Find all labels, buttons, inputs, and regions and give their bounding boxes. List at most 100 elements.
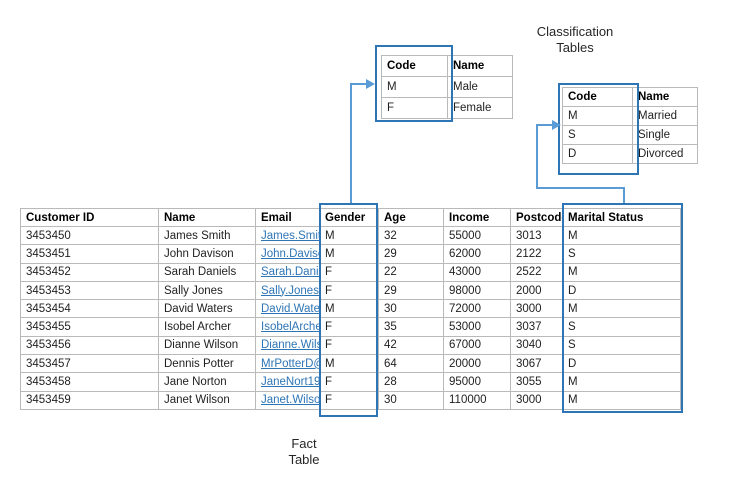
customer-name-cell: John Davison <box>158 244 256 264</box>
gender-cell: F <box>319 280 379 301</box>
customer-id-cell: 3453453 <box>20 280 159 301</box>
age-cell: 35 <box>378 317 444 337</box>
email-cell: Janet.Wilson <box>255 390 320 410</box>
customer-id-cell: 3453450 <box>20 225 159 246</box>
customer-name-cell: Sally Jones <box>158 280 256 301</box>
age-cell: 29 <box>378 244 444 264</box>
age-cell: 22 <box>378 262 444 282</box>
email-column-header: Email <box>255 208 320 227</box>
postcode-cell: 3013 <box>510 225 563 246</box>
marital-status-cell: S <box>562 335 681 356</box>
customer-name-cell: Janet Wilson <box>158 390 256 410</box>
email-link[interactable]: MrPotterD@d <box>261 357 319 370</box>
fact-table-row: 3453459 Janet Wilson Janet.Wilson F 30 1… <box>20 390 681 410</box>
email-cell: David.Waters <box>255 299 320 319</box>
postcode-cell: 3000 <box>510 390 563 410</box>
gender-code-cell: M <box>381 76 448 98</box>
classification-label-line1: Classification <box>536 24 614 39</box>
gender-table-row: F Female <box>381 97 513 119</box>
fact-table-row: 3453456 Dianne Wilson Dianne.Wilson F 42… <box>20 335 681 356</box>
income-cell: 110000 <box>443 390 511 410</box>
postcode-cell: 2122 <box>510 244 563 264</box>
postcode-cell: 2000 <box>510 280 563 301</box>
marital-status-column-header: Marital Status <box>562 208 681 227</box>
fact-table-row: 3453451 John Davison John.Davison@ M 29 … <box>20 244 681 264</box>
email-link[interactable]: JaneNort1987 <box>261 376 319 389</box>
classification-label-line2: Tables <box>556 40 594 55</box>
marital-status-cell: M <box>562 225 681 246</box>
marital-table-row: S Single <box>562 125 698 145</box>
income-cell: 62000 <box>443 244 511 264</box>
marital-name-cell: Divorced <box>632 144 698 164</box>
customer-id-column-header: Customer ID <box>20 208 159 227</box>
age-cell: 30 <box>378 390 444 410</box>
email-link[interactable]: David.Waters <box>261 302 320 315</box>
marital-code-cell: S <box>562 125 633 145</box>
fact-table: Customer ID Name Email Gender Age Income… <box>20 208 681 410</box>
marital-code-cell: M <box>562 106 633 126</box>
email-link[interactable]: John.Davison@ <box>261 247 319 260</box>
gender-table-header-row: Code Name <box>381 55 513 77</box>
gender-code-column-header: Code <box>381 55 448 77</box>
email-cell: MrPotterD@d <box>255 354 320 374</box>
age-cell: 30 <box>378 299 444 319</box>
gender-classification-table: Code Name M Male F Female <box>381 55 513 119</box>
postcode-cell: 3000 <box>510 299 563 319</box>
email-cell: JaneNort1987 <box>255 372 320 392</box>
postcode-column-header: Postcode <box>510 208 563 227</box>
postcode-cell: 2522 <box>510 262 563 282</box>
email-cell: Sally.Jones@g <box>255 280 320 301</box>
customer-id-cell: 3453454 <box>20 299 159 319</box>
email-cell: Dianne.Wilson <box>255 335 320 356</box>
gender-cell: M <box>319 354 379 374</box>
income-cell: 43000 <box>443 262 511 282</box>
gender-column-header: Gender <box>319 208 379 227</box>
customer-name-cell: Sarah Daniels <box>158 262 256 282</box>
fact-table-row: 3453454 David Waters David.Waters M 30 7… <box>20 299 681 319</box>
age-cell: 29 <box>378 280 444 301</box>
email-link[interactable]: Dianne.Wilson <box>261 339 319 352</box>
email-link[interactable]: Sally.Jones@g <box>261 284 319 297</box>
customer-id-cell: 3453456 <box>20 335 159 356</box>
customer-id-cell: 3453458 <box>20 372 159 392</box>
customer-id-cell: 3453452 <box>20 262 159 282</box>
email-link[interactable]: Janet.Wilson <box>261 394 319 407</box>
email-link[interactable]: Sarah.Daniels@ <box>261 266 319 279</box>
marital-table-row: D Divorced <box>562 144 698 164</box>
postcode-cell: 3067 <box>510 354 563 374</box>
marital-status-cell: S <box>562 244 681 264</box>
gender-cell: F <box>319 390 379 410</box>
email-cell: John.Davison@ <box>255 244 320 264</box>
marital-table-header-row: Code Name <box>562 87 698 107</box>
gender-cell: M <box>319 225 379 246</box>
marital-name-cell: Single <box>632 125 698 145</box>
postcode-cell: 3037 <box>510 317 563 337</box>
age-column-header: Age <box>378 208 444 227</box>
customer-id-cell: 3453451 <box>20 244 159 264</box>
customer-name-cell: Jane Norton <box>158 372 256 392</box>
marital-status-cell: M <box>562 299 681 319</box>
fact-table-row: 3453453 Sally Jones Sally.Jones@g F 29 9… <box>20 280 681 301</box>
fact-table-row: 3453452 Sarah Daniels Sarah.Daniels@ F 2… <box>20 262 681 282</box>
fact-table-row: 3453458 Jane Norton JaneNort1987 F 28 95… <box>20 372 681 392</box>
email-link[interactable]: James.Smith@ <box>261 229 319 242</box>
age-cell: 28 <box>378 372 444 392</box>
fact-table-row: 3453457 Dennis Potter MrPotterD@d M 64 2… <box>20 354 681 374</box>
marital-status-cell: D <box>562 354 681 374</box>
customer-id-cell: 3453455 <box>20 317 159 337</box>
classification-tables-label: Classification Tables <box>518 24 632 56</box>
marital-code-cell: D <box>562 144 633 164</box>
marital-status-classification-table: Code Name M Married S Single D Divorced <box>562 87 698 164</box>
age-cell: 42 <box>378 335 444 356</box>
gender-cell: M <box>319 244 379 264</box>
gender-name-cell: Male <box>447 76 513 98</box>
gender-cell: F <box>319 317 379 337</box>
marital-code-column-header: Code <box>562 87 633 107</box>
fact-label-line1: Fact <box>291 436 317 451</box>
income-cell: 67000 <box>443 335 511 356</box>
email-cell: James.Smith@ <box>255 225 320 246</box>
income-cell: 72000 <box>443 299 511 319</box>
